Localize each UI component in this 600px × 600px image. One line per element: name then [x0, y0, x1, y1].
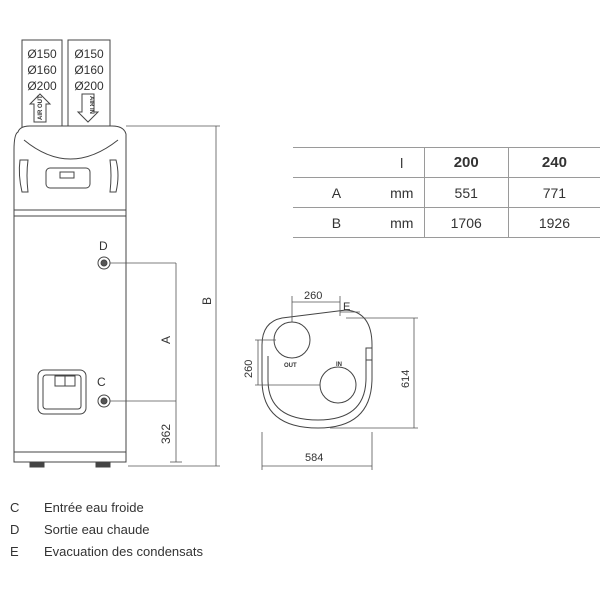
heater-top-view	[261, 309, 373, 429]
air-out-port-label: OUT	[284, 363, 297, 369]
dimension-table: l 200 240 A mm 551 771 B mm 1706 1926	[293, 147, 600, 238]
legend-key: D	[10, 522, 20, 537]
legend-key: E	[10, 544, 19, 559]
air-out-port	[273, 321, 311, 359]
left-duct-label-2: Ø160	[27, 63, 57, 77]
table-row: A mm 551 771	[293, 177, 600, 208]
width-584-label: 584	[305, 452, 323, 464]
dimension-a-label: A	[159, 336, 173, 344]
legend-text: Entrée eau froide	[44, 500, 144, 515]
air-in-arrow-icon	[76, 93, 100, 123]
legend-key: C	[10, 500, 20, 515]
row-value-240: 771	[542, 184, 567, 201]
dimension-e-label: E	[343, 301, 350, 313]
dimension-362-label: 362	[159, 424, 173, 444]
table-header-row: l 200 240	[293, 147, 600, 178]
legend-text: Evacuation des condensats	[44, 544, 203, 559]
air-in-port	[319, 366, 357, 404]
row-label: B	[331, 214, 342, 231]
right-duct-label-2: Ø160	[74, 63, 104, 77]
side-260-label: 260	[243, 360, 255, 378]
legend-item: D Sortie eau chaude	[10, 519, 203, 541]
connector-d-label: D	[99, 239, 108, 253]
table-header-240: 240	[541, 154, 567, 171]
row-unit: mm	[379, 207, 425, 238]
legend-item: C Entrée eau froide	[10, 497, 203, 519]
table-header-l: l	[379, 147, 425, 178]
table-row: B mm 1706 1926	[293, 207, 600, 238]
right-foot	[95, 461, 111, 468]
front-dimension-lines	[110, 125, 220, 467]
duct-labels: Ø150 Ø160 Ø200 Ø150 Ø160 Ø200 AIR OUT AI…	[27, 47, 104, 120]
table-header-200: 200	[424, 147, 509, 178]
connector-c-label: C	[97, 375, 106, 389]
row-value-200: 551	[424, 177, 509, 208]
right-duct-label-3: Ø200	[74, 79, 104, 93]
left-duct-label-1: Ø150	[27, 47, 57, 61]
tank-body	[13, 209, 127, 463]
dimension-b-label: B	[200, 297, 214, 305]
row-value-200: 1706	[424, 207, 509, 238]
legend-text: Sortie eau chaude	[44, 522, 150, 537]
top-dimension-lines	[255, 296, 418, 470]
table-header-empty	[293, 148, 380, 178]
row-unit: mm	[379, 177, 425, 208]
heater-front-view	[13, 39, 127, 468]
left-duct-label-3: Ø200	[27, 79, 57, 93]
legend-item: E Evacuation des condensats	[10, 541, 203, 563]
air-out-arrow-label: AIR OUT	[38, 95, 44, 120]
row-value-240: 1926	[538, 214, 570, 231]
depth-614-label: 614	[400, 370, 412, 388]
air-out-arrow-icon	[28, 93, 52, 123]
legend: C Entrée eau froide D Sortie eau chaude …	[10, 497, 203, 563]
air-in-port-label: IN	[336, 362, 342, 368]
top-260-label: 260	[304, 290, 322, 302]
right-duct-label-1: Ø150	[74, 47, 104, 61]
row-label: A	[331, 184, 342, 201]
air-in-arrow-label: AIR IN	[88, 96, 94, 114]
left-foot	[29, 461, 45, 468]
